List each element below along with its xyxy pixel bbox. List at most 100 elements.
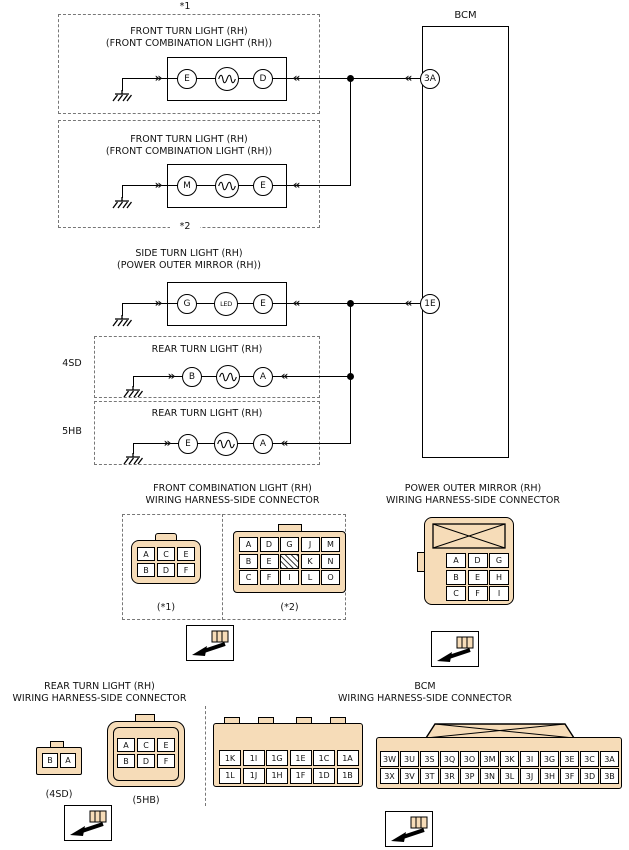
pin-cell: N — [321, 553, 340, 569]
pin-cell: 3J — [520, 768, 539, 784]
heading-line2: WIRING HARNESS-SIDE CONNECTOR — [386, 495, 560, 506]
pin-cell: C — [446, 586, 466, 601]
pin-cell: A — [117, 738, 135, 752]
pin-cell: 1E — [289, 750, 312, 766]
ground-icon — [123, 453, 143, 465]
connector-chevron-icon — [159, 436, 175, 451]
pin-cell: D — [259, 537, 279, 552]
connector-label: (*2) — [280, 602, 299, 613]
junction-dot — [347, 300, 354, 307]
bulb-icon — [214, 432, 238, 456]
connector-label: (4SD) — [45, 789, 73, 800]
connector-chevron-icon — [150, 71, 166, 86]
pin-cell: B — [446, 569, 466, 585]
pin-cell: E — [177, 547, 195, 561]
connector-chevron-icon — [276, 436, 292, 451]
pin-cell: E — [259, 553, 279, 569]
footnote-marker: *1 — [170, 1, 200, 12]
connector-chevron-icon — [400, 71, 416, 86]
pin-cell: E — [157, 738, 175, 752]
connector-view-icon — [64, 805, 112, 841]
wire — [133, 443, 135, 454]
pin-cell: F — [259, 570, 279, 585]
front-combination-connector-heading: FRONT COMBINATION LIGHT (RH) WIRING HARN… — [95, 483, 370, 507]
pin-cell: B — [117, 754, 135, 768]
pin-terminal: E — [177, 69, 197, 89]
pin-cell: A — [239, 537, 258, 552]
bulb-icon — [215, 67, 239, 91]
rear-turn-connector-heading: REAR TURN LIGHT (RH) WIRING HARNESS-SIDE… — [2, 681, 197, 705]
connector-chevron-icon — [276, 369, 292, 384]
connector-inner-frame — [113, 727, 179, 781]
wire — [133, 376, 135, 387]
pin-cell: 3C — [580, 751, 599, 767]
bcm-connector-heading: BCM WIRING HARNESS-SIDE CONNECTOR — [305, 681, 545, 705]
heading-line2: WIRING HARNESS-SIDE CONNECTOR — [145, 495, 320, 506]
body-style-tag: 5HB — [62, 426, 82, 437]
pin-cell: 1B — [336, 767, 359, 784]
pin-cell: L — [300, 570, 320, 585]
junction-dot — [347, 373, 354, 380]
dashed-box-rear-turn-5hb — [94, 401, 320, 465]
pin-cell: 1L — [219, 767, 241, 784]
connector-chevron-icon — [150, 296, 166, 311]
pin-cell: K — [300, 553, 320, 569]
heading-line2: WIRING HARNESS-SIDE CONNECTOR — [12, 693, 187, 704]
dashed-box-front-turn-1 — [58, 14, 320, 114]
component-title: REAR TURN LIGHT (RH) — [151, 408, 263, 419]
pin-cell: 3O — [460, 751, 479, 767]
ground-icon — [123, 386, 143, 398]
component-title: FRONT TURN LIGHT (RH) — [130, 26, 248, 37]
pin-terminal: E — [253, 176, 273, 196]
pin-cell: 1I — [242, 750, 265, 766]
wire — [122, 185, 124, 198]
footnote-marker: *2 — [170, 221, 200, 232]
blocked-cavity — [280, 553, 299, 569]
pin-cell: 1J — [242, 767, 265, 784]
wire — [122, 78, 124, 91]
pin-cell: 3K — [500, 751, 519, 767]
pin-terminal: D — [253, 69, 273, 89]
component-subtitle: (FRONT COMBINATION LIGHT (RH)) — [105, 38, 273, 49]
connector-chevron-icon — [400, 296, 416, 311]
pin-cell: F — [157, 754, 175, 768]
pin-cell: O — [321, 570, 340, 585]
led-label: LED — [220, 300, 232, 308]
bulb-icon — [216, 365, 240, 389]
connector-chevron-icon — [150, 178, 166, 193]
pin-cell: 1H — [266, 767, 288, 784]
pin-cell: 3L — [500, 768, 519, 784]
pin-terminal: E — [178, 434, 198, 454]
junction-dot — [347, 75, 354, 82]
pin-cell: 3W — [380, 751, 399, 767]
pin-terminal: M — [177, 176, 197, 196]
component-title: REAR TURN LIGHT (RH) — [151, 344, 263, 355]
pin-cell: C — [137, 738, 155, 752]
pin-cell: 3S — [420, 751, 439, 767]
connector-view-icon — [186, 625, 234, 661]
connector-label: (5HB) — [132, 795, 160, 806]
pin-cell: J — [300, 537, 320, 552]
pin-cell: 3N — [480, 768, 499, 784]
pin-cell: 3H — [540, 768, 559, 784]
pin-cell: 3B — [600, 768, 619, 784]
pin-cell: 3V — [400, 768, 419, 784]
pin-cell: 3M — [480, 751, 499, 767]
body-style-tag: 4SD — [62, 358, 82, 369]
pin-cell: 1D — [313, 767, 335, 784]
bcm-box — [422, 26, 509, 458]
pin-cell: A — [137, 547, 155, 561]
pin-cell: 1A — [336, 750, 359, 766]
pin-terminal: E — [253, 294, 273, 314]
dashed-divider — [222, 514, 223, 620]
pin-cell: 1G — [266, 750, 288, 766]
wire — [122, 303, 124, 316]
pin-cell: M — [321, 537, 340, 552]
power-outer-mirror-connector-heading: POWER OUTER MIRROR (RH) WIRING HARNESS-S… — [378, 483, 568, 507]
pin-cell: 1F — [289, 767, 312, 784]
